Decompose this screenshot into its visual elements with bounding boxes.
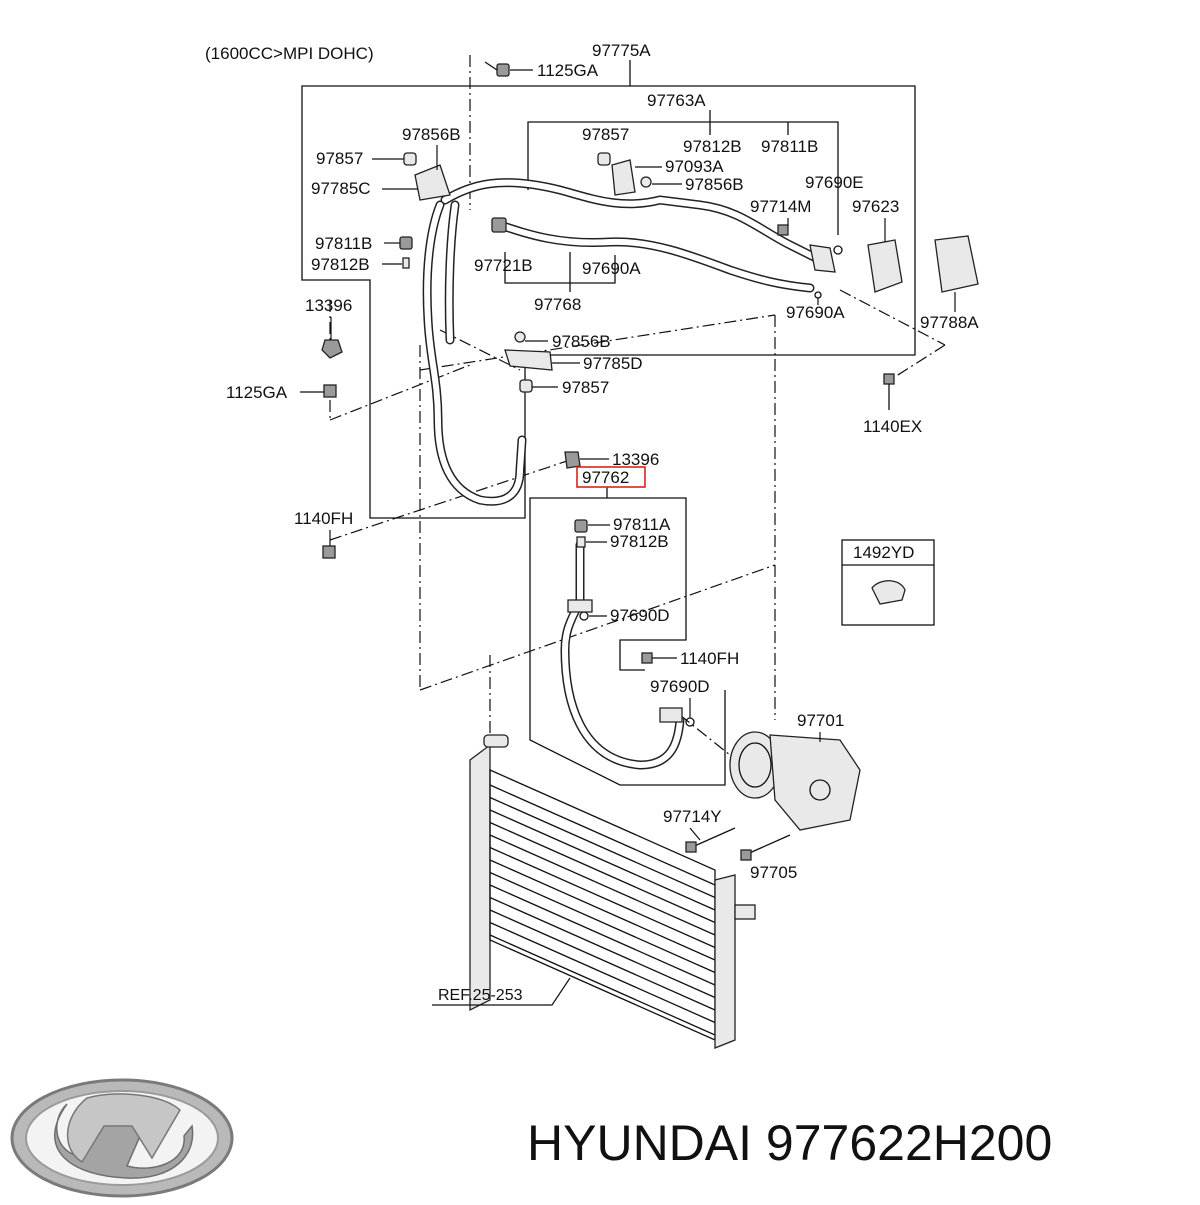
condenser-fin <box>489 784 716 886</box>
callout-97856B-low: 97856B <box>552 332 611 351</box>
callout-1492YD: 1492YD <box>853 543 914 562</box>
condenser-fin <box>489 896 716 999</box>
condenser-fin <box>489 884 716 986</box>
callout-97690A-mid: 97690A <box>582 259 641 278</box>
callout-97857-left: 97857 <box>316 149 363 168</box>
callout-97690D-top: 97690D <box>610 606 670 625</box>
callout-97705: 97705 <box>750 863 797 882</box>
callout-97812B-low: 97812B <box>610 532 669 551</box>
callout-97721B: 97721B <box>474 256 533 275</box>
small-parts <box>321 61 979 861</box>
callout-REF: REF.25-253 <box>438 987 523 1004</box>
callout-97701: 97701 <box>797 711 844 730</box>
callout-97857-mid: 97857 <box>582 125 629 144</box>
callout-97856B-left: 97856B <box>402 125 461 144</box>
callout-97785D: 97785D <box>583 354 643 373</box>
callout-97768: 97768 <box>534 295 581 314</box>
condenser-fin <box>489 909 716 1011</box>
callout-97811A: 97811A <box>613 515 671 534</box>
callout-13396-left: 13396 <box>305 296 352 315</box>
condenser-fin <box>489 871 716 974</box>
condenser-fin <box>489 921 716 1024</box>
callout-97690A-right: 97690A <box>786 303 845 322</box>
callout-97812B-top: 97812B <box>683 137 742 156</box>
hyundai-logo <box>10 1078 234 1198</box>
callout-97714Y: 97714Y <box>663 807 722 826</box>
callout-1140FH-right: 1140FH <box>680 649 739 668</box>
callout-13396-mid: 13396 <box>612 450 659 469</box>
condenser-fin <box>489 796 716 899</box>
condenser-fin <box>489 821 716 924</box>
compressor-97701 <box>729 731 861 831</box>
callout-97811B-top: 97811B <box>761 137 818 156</box>
callout-97812B-left: 97812B <box>311 255 370 274</box>
callout-97623: 97623 <box>852 197 899 216</box>
brand-part-number: HYUNDAI 977622H200 <box>527 1115 1052 1171</box>
hose-97762 <box>560 540 685 770</box>
callout-97775A: 97775A <box>592 41 651 60</box>
callout-1125GA-top: 1125GA <box>537 61 599 80</box>
callout-1140FH-left: 1140FH <box>294 509 353 528</box>
callout-labels: (1600CC>MPI DOHC) 97775A 1125GA 97763A 9… <box>205 41 979 1006</box>
condenser-fin <box>489 834 716 936</box>
callout-1125GA-left: 1125GA <box>226 383 288 402</box>
part-box-1492YD <box>841 539 935 626</box>
callout-97857-low: 97857 <box>562 378 609 397</box>
callout-97785C: 97785C <box>311 179 371 198</box>
callout-1140EX: 1140EX <box>863 417 922 436</box>
condenser <box>469 734 756 1049</box>
callout-97788A: 97788A <box>920 313 979 332</box>
callout-97762: 97762 <box>582 468 629 487</box>
callout-97856B-mid: 97856B <box>685 175 744 194</box>
condenser-fin <box>489 809 716 911</box>
callout-97714M: 97714M <box>750 197 811 216</box>
reference-lines <box>329 55 946 756</box>
condenser-fin <box>489 859 716 961</box>
group-brackets <box>301 60 916 786</box>
callout-97811B-left: 97811B <box>315 234 372 253</box>
engine-note: (1600CC>MPI DOHC) <box>205 44 374 63</box>
hose-assembly-main <box>422 178 825 506</box>
condenser-fin <box>489 934 716 1036</box>
condenser-fin <box>489 846 716 949</box>
callout-97763A: 97763A <box>647 91 706 110</box>
callout-97690E: 97690E <box>805 173 864 192</box>
callout-97690D-low: 97690D <box>650 677 710 696</box>
callout-97093A: 97093A <box>665 157 724 176</box>
highlight-box-97762 <box>576 466 646 488</box>
